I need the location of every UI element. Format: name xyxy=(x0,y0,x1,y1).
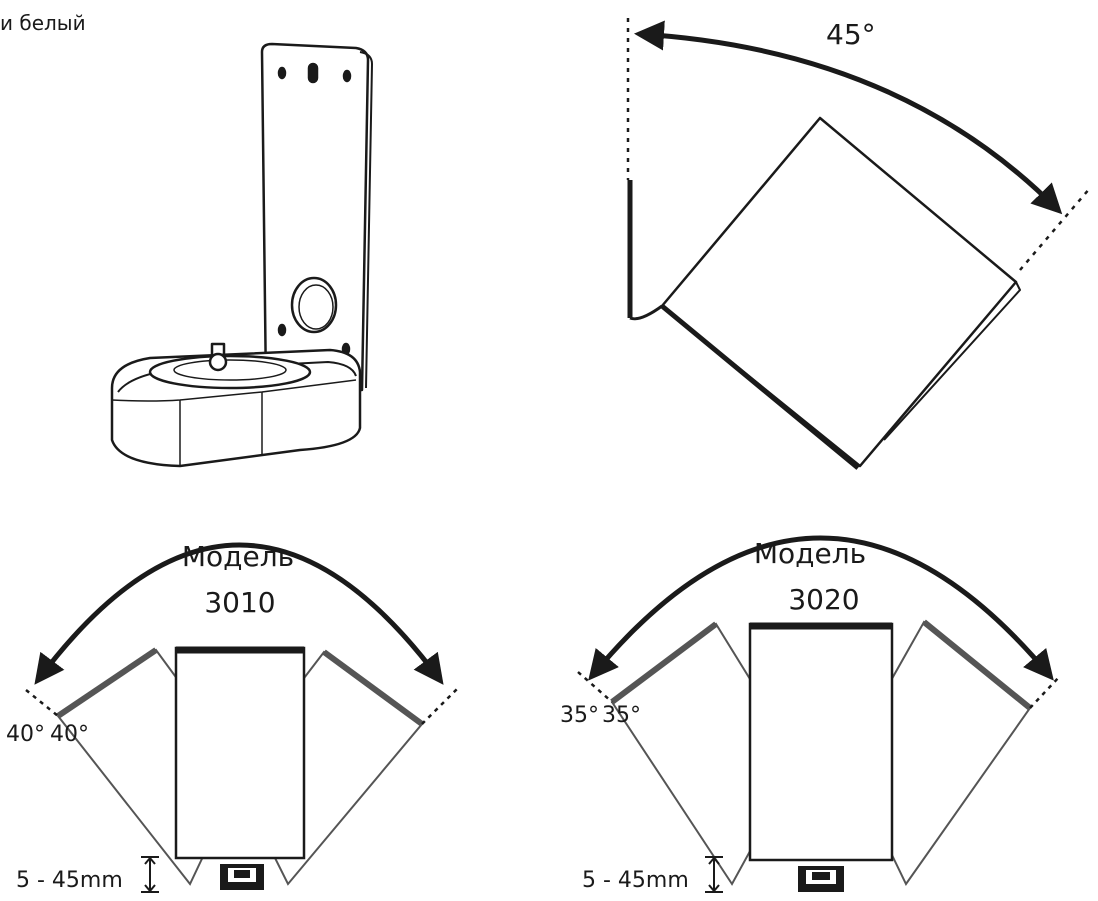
speaker-front-view xyxy=(748,622,894,862)
tilt-arc-arrow xyxy=(634,20,1063,215)
model-3010-title-line2: 3010 xyxy=(204,586,275,619)
tilt-angle-label: 45° xyxy=(826,18,876,51)
angle-right-label: 35° xyxy=(602,703,641,728)
model-3020-title-line2: 3020 xyxy=(788,583,859,616)
angle-left-label: 35° xyxy=(560,703,599,728)
bracket-foot xyxy=(798,866,844,892)
tilted-speaker xyxy=(660,116,1021,470)
angle-right-label: 40° xyxy=(50,722,89,747)
wall-bracket-illustration xyxy=(110,42,373,468)
swivel-arc-arrow xyxy=(588,535,1054,681)
model-3010-diagram: Модель 3010 40° 40° 5 - 45mm xyxy=(6,540,461,893)
bracket-foot xyxy=(220,864,264,890)
distance-label: 5 - 45mm xyxy=(582,868,689,893)
angle-left-label: 40° xyxy=(6,722,45,747)
distance-label: 5 - 45mm xyxy=(16,868,123,893)
speaker-front-view xyxy=(174,646,306,860)
caption-text: и белый xyxy=(0,11,86,35)
tilt-diagram: 45° xyxy=(626,18,1091,470)
model-3020-diagram: Модель 3020 35° 35° 5 - 45mm xyxy=(560,535,1061,893)
swivel-arc-arrow xyxy=(34,542,444,685)
tilt-reference-line xyxy=(1019,187,1091,271)
